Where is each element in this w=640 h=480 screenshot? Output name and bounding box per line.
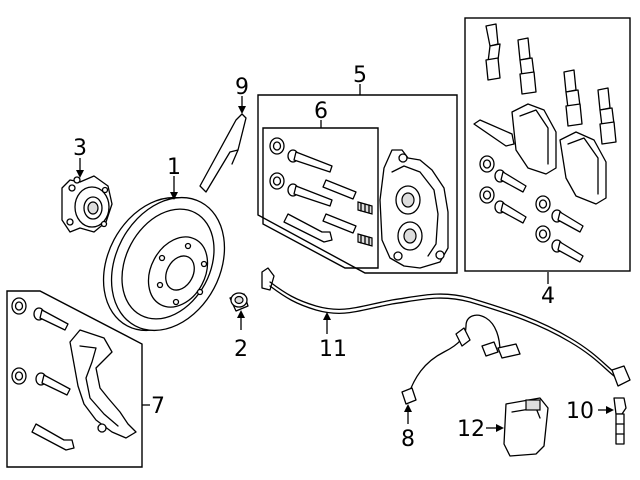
callout-12: 12 [457,417,485,442]
callout-labels: 1 2 3 4 5 6 7 8 9 10 11 12 [73,63,594,452]
group-box-5-caliper-assembly [257,94,458,274]
callout-2: 2 [234,337,248,362]
hardware-kit-parts [11,297,137,451]
callout-6: 6 [314,99,328,124]
brake-pad-kit-parts [473,23,617,263]
abs-sensor-harness [401,314,521,405]
brake-caliper [379,149,449,269]
callout-3: 3 [73,136,87,161]
callout-10: 10 [566,399,594,424]
callout-9: 9 [235,75,249,100]
callout-1: 1 [167,155,181,180]
leader-lines [76,84,614,432]
splash-shield-strip [199,113,247,193]
group-box-4-brake-pad-kit [464,17,631,272]
callout-7: 7 [151,394,165,419]
hub-cap [229,292,249,312]
group-box-6-guide-pin-kit [262,127,379,269]
brake-rotor [102,196,226,332]
brake-hose [261,267,631,387]
callout-8: 8 [401,427,415,452]
sensor-bracket [503,397,549,457]
wheel-speed-sensor [613,397,627,445]
callout-5: 5 [353,63,367,88]
guide-pin-kit-parts [269,137,373,247]
callout-11: 11 [319,337,347,362]
callout-4: 4 [541,284,555,309]
wheel-hub [61,175,113,233]
